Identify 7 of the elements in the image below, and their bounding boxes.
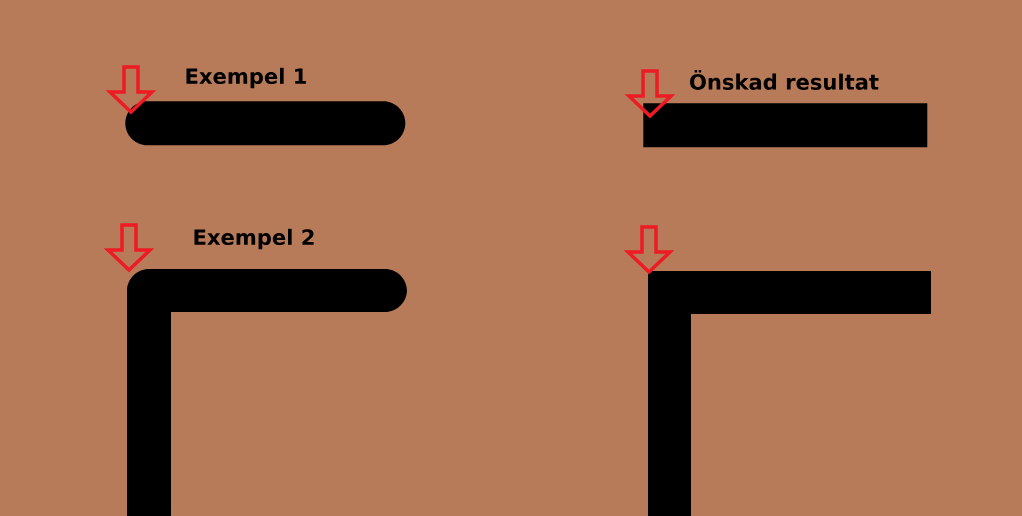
l-shaped-bar	[648, 271, 931, 516]
l-shaped-bar	[127, 269, 407, 516]
bar-shape	[125, 101, 406, 146]
bar-shape	[643, 103, 928, 148]
heading-text: Exempel 2	[194, 228, 314, 250]
heading-text: Önskad resultat	[690, 70, 879, 90]
heading-text: Exempel 1	[186, 67, 306, 89]
